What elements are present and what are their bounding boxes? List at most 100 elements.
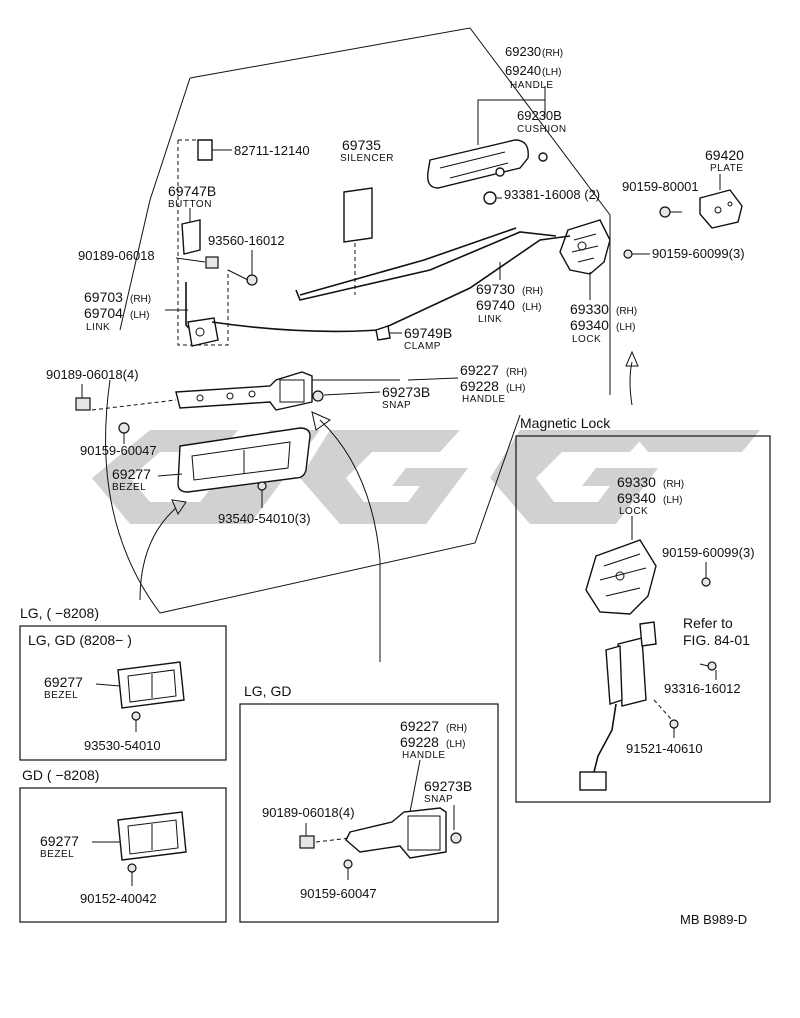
lock-name: LOCK bbox=[572, 334, 601, 345]
box-handle bbox=[239, 703, 499, 923]
link-right-lh: 69740 bbox=[476, 297, 515, 313]
plate-number: 69420 bbox=[705, 147, 744, 163]
box-gd-bezel-number: 69277 bbox=[40, 833, 79, 849]
screw-16008: 93381-16008 (2) bbox=[504, 187, 600, 202]
handle-in-lh: 69228 bbox=[460, 378, 499, 394]
snap-number: 69273B bbox=[382, 384, 430, 400]
clip-06018-4-part bbox=[75, 397, 91, 411]
link-left-name: LINK bbox=[86, 322, 110, 333]
bolt-80001-part bbox=[659, 206, 671, 218]
screw-16012-top: 93560-16012 bbox=[208, 233, 285, 248]
handle-in-lh-sfx: (LH) bbox=[506, 383, 525, 394]
arrow-handle-up bbox=[311, 411, 381, 662]
snap-part bbox=[312, 390, 324, 402]
lg-range-label: LG, ( −8208) bbox=[20, 605, 99, 621]
box-lg-gd-bezel-name: BEZEL bbox=[44, 690, 78, 701]
door-outline bbox=[105, 27, 611, 614]
clip-06018-4: 90189-06018(4) bbox=[46, 367, 139, 382]
box-lg-gd-bezel-number: 69277 bbox=[44, 674, 83, 690]
link-left-rh-sfx: (RH) bbox=[130, 294, 151, 305]
magnetic-screw-16012: 93316-16012 bbox=[664, 681, 741, 696]
screw-54010-3: 93540-54010(3) bbox=[218, 511, 311, 526]
bezel-gd bbox=[117, 811, 187, 861]
link-rod-long-1 bbox=[211, 235, 571, 333]
arrow-to-lock bbox=[625, 350, 639, 406]
link-left-lh: 69704 bbox=[84, 305, 123, 321]
plate-part bbox=[699, 189, 743, 229]
bolt-60099-top: 90159-60099(3) bbox=[652, 246, 745, 261]
box-gd-screw: 90152-40042 bbox=[80, 891, 157, 906]
silencer-part bbox=[343, 187, 373, 243]
link-left-lh-sfx: (LH) bbox=[130, 310, 149, 321]
box-handle-snap-number: 69273B bbox=[424, 778, 472, 794]
handle-in-name: HANDLE bbox=[462, 394, 506, 405]
box-gd-bezel-name: BEZEL bbox=[40, 849, 74, 860]
magnetic-lock-lh-sfx: (LH) bbox=[663, 495, 682, 506]
door-lock bbox=[559, 219, 611, 275]
clip-06018: 90189-06018 bbox=[78, 248, 155, 263]
bezel-part bbox=[177, 427, 311, 493]
link-left-rh: 69703 bbox=[84, 289, 123, 305]
handle-out-lh: 69240 bbox=[505, 63, 541, 78]
box-handle-name: HANDLE bbox=[402, 750, 446, 761]
magnetic-lock-box bbox=[515, 435, 771, 803]
magnetic-lock-name: LOCK bbox=[619, 506, 648, 517]
lock-lh-sfx: (LH) bbox=[616, 322, 635, 333]
box-handle-part bbox=[345, 807, 447, 859]
plate-name: PLATE bbox=[710, 163, 743, 174]
box-handle-clip-part bbox=[299, 835, 315, 849]
box-handle-snap-name: SNAP bbox=[424, 794, 453, 805]
box-lg-gd-screw: 93530-54010 bbox=[84, 738, 161, 753]
solenoid-part bbox=[579, 621, 657, 791]
handle-out-rh: 69230 bbox=[505, 44, 541, 59]
arrow-bezel-up bbox=[139, 499, 187, 601]
magnetic-lock-rh: 69330 bbox=[617, 474, 656, 490]
silencer-name: SILENCER bbox=[340, 153, 394, 164]
lock-rh: 69330 bbox=[570, 301, 609, 317]
magnetic-refer-2: FIG. 84-01 bbox=[683, 632, 750, 648]
lock-lh: 69340 bbox=[570, 317, 609, 333]
link-right-lh-sfx: (LH) bbox=[522, 302, 541, 313]
bezel-number: 69277 bbox=[112, 466, 151, 482]
handle-out-lh-sfx: (LH) bbox=[542, 67, 561, 78]
clip-12140-part bbox=[197, 139, 213, 161]
magnetic-lock-part bbox=[585, 539, 657, 615]
magnetic-refer-1: Refer to bbox=[683, 615, 733, 631]
bezel-lg-gd bbox=[117, 661, 185, 709]
box-handle-rh: 69227 bbox=[400, 718, 439, 734]
clamp-name: CLAMP bbox=[404, 341, 441, 352]
clamp-number: 69749B bbox=[404, 325, 452, 341]
magnetic-bolt-40610: 91521-40610 bbox=[626, 741, 703, 756]
inside-handle bbox=[175, 371, 313, 411]
lock-rh-sfx: (RH) bbox=[616, 306, 637, 317]
handle-in-rh: 69227 bbox=[460, 362, 499, 378]
link-right-rh: 69730 bbox=[476, 281, 515, 297]
box-handle-rh-sfx: (RH) bbox=[446, 723, 467, 734]
box-gd bbox=[19, 787, 227, 923]
bolt-60047: 90159-60047 bbox=[80, 443, 157, 458]
handle-out-name: HANDLE bbox=[510, 80, 554, 91]
link-rod-long-2 bbox=[295, 231, 557, 301]
box-handle-snap-part bbox=[450, 832, 462, 844]
figure-code: MB B989-D bbox=[680, 912, 747, 927]
snap-name: SNAP bbox=[382, 400, 411, 411]
magnetic-lock-title: Magnetic Lock bbox=[520, 415, 611, 431]
button-name: BUTTON bbox=[168, 199, 212, 210]
silencer-number: 69735 bbox=[342, 137, 381, 153]
outside-handle bbox=[427, 139, 548, 205]
box-handle-clip: 90189-06018(4) bbox=[262, 805, 355, 820]
button-part bbox=[181, 219, 201, 255]
bolt-80001: 90159-80001 bbox=[622, 179, 699, 194]
cushion-name: CUSHION bbox=[517, 124, 567, 135]
handle-in-rh-sfx: (RH) bbox=[506, 367, 527, 378]
box-handle-lh-sfx: (LH) bbox=[446, 739, 465, 750]
magnetic-lock-lh: 69340 bbox=[617, 490, 656, 506]
button-number: 69747B bbox=[168, 183, 216, 199]
box-handle-title: LG, GD bbox=[244, 683, 291, 699]
box-gd-title: GD ( −8208) bbox=[22, 767, 99, 783]
handle-out-rh-sfx: (RH) bbox=[542, 48, 563, 59]
link-right-name: LINK bbox=[478, 314, 502, 325]
clip-12140: 82711-12140 bbox=[234, 143, 310, 158]
clamp-part bbox=[375, 325, 391, 341]
